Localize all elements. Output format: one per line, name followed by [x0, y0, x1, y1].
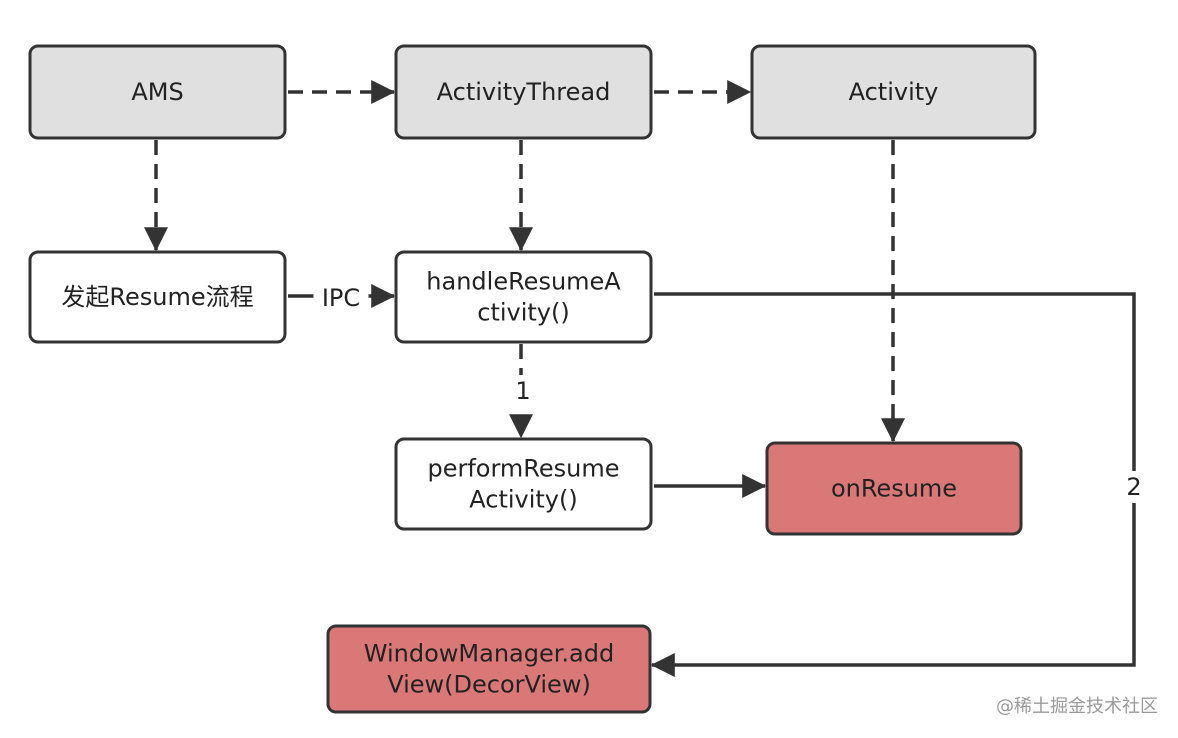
node-activity-thread: ActivityThread — [394, 44, 653, 140]
node-label-window-manager-add-view-line-1: WindowManager.add — [364, 640, 614, 668]
watermark: @稀土掘金技术社区 — [996, 696, 1158, 717]
node-label-ams: AMS — [131, 78, 183, 106]
edge-label-bg-handle-to-perform — [510, 375, 536, 407]
edge-label-handle-to-windowmanager: 2 — [1126, 473, 1141, 501]
edge-handle-to-perform: 1 — [509, 344, 536, 439]
node-box-activity-thread — [394, 44, 653, 140]
node-box-handle-resume-activity — [394, 250, 653, 344]
node-label-perform-resume-activity-line-2: Activity() — [469, 486, 577, 514]
node-label-activity: Activity — [849, 78, 939, 106]
node-box-window-manager-add-view — [326, 624, 652, 714]
node-handle-resume-activity: handleResumeA ctivity() — [394, 250, 653, 344]
edge-label-bg-start-resume-to-handle — [313, 282, 369, 314]
node-label-on-resume: onResume — [831, 475, 957, 503]
node-label-handle-resume-activity-line-2: ctivity() — [477, 299, 569, 327]
edge-label-handle-to-perform: 1 — [515, 377, 530, 405]
edge-start-resume-to-handle: IPC — [288, 282, 396, 314]
node-box-on-resume — [765, 441, 1023, 536]
node-label-perform-resume-activity-line-1: performResume — [427, 455, 619, 483]
edges-layer: IPC 1 2 — [144, 80, 1147, 677]
node-label-handle-resume-activity-line-1: handleResumeA — [426, 268, 621, 296]
node-ams: AMS — [28, 44, 287, 140]
edge-handle-to-windowmanager: 2 — [650, 292, 1147, 677]
node-start-resume: 发起Resume流程 — [28, 250, 287, 344]
node-label-window-manager-add-view-line-2: View(DecorView) — [387, 671, 591, 699]
node-box-perform-resume-activity — [394, 437, 653, 531]
node-label-start-resume: 发起Resume流程 — [61, 283, 253, 311]
node-box-start-resume — [28, 250, 287, 344]
edge-label-bg-handle-to-windowmanager — [1121, 471, 1147, 503]
nodes-layer: AMS ActivityThread Activity 发起Resume流程 handl… — [28, 44, 1037, 714]
node-on-resume: onResume — [765, 441, 1023, 536]
edge-label-start-resume-to-handle: IPC — [322, 284, 360, 312]
node-box-activity — [750, 44, 1037, 140]
node-box-ams — [28, 44, 287, 140]
node-label-activity-thread: ActivityThread — [437, 78, 611, 106]
node-activity: Activity — [750, 44, 1037, 140]
